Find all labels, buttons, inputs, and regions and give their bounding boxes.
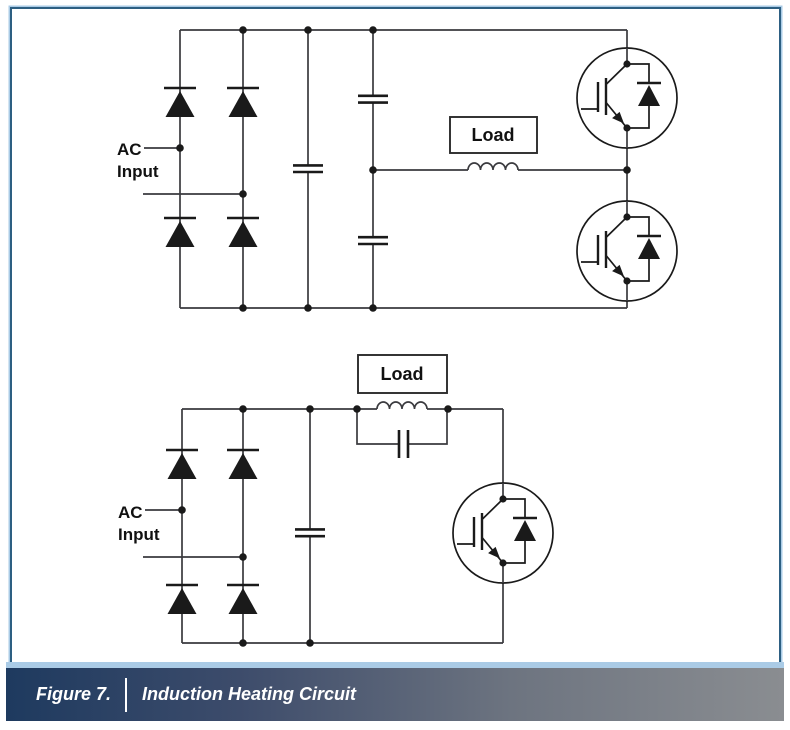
caption-divider (125, 677, 128, 712)
caption-bar: Figure 7. Induction Heating Circuit (6, 668, 784, 721)
top-circuit: AC Input Load (117, 26, 679, 312)
wire (143, 29, 628, 309)
ac-label-line2: Input (118, 525, 160, 544)
capacitor-icon (295, 528, 325, 538)
diode-icon (164, 583, 200, 616)
inductor-icon (467, 162, 519, 171)
diode-icon (162, 216, 198, 249)
induction-heating-circuit-diagram: AC Input Load (117, 26, 679, 647)
capacitor-icon (293, 164, 323, 174)
capacitor-icon (397, 430, 410, 458)
igbt-icon (575, 199, 679, 303)
ac-input-label: AC Input (118, 503, 160, 544)
igbt-icon (451, 481, 555, 585)
ac-label-line1: AC (118, 503, 143, 522)
caption-accent-strip (6, 662, 784, 668)
figure-number: Figure 7. (36, 684, 112, 704)
figure-frame (10, 7, 781, 662)
igbt-icon (575, 46, 679, 150)
diode-icon (225, 448, 261, 481)
diode-icon (225, 86, 261, 119)
diode-icon (225, 583, 261, 616)
load-label: Load (472, 125, 515, 145)
inductor-icon (376, 401, 428, 410)
load-label: Load (381, 364, 424, 384)
diode-icon (162, 86, 198, 119)
figure-title: Induction Heating Circuit (142, 684, 357, 704)
capacitor-icon (358, 235, 388, 246)
ac-input-label: AC Input (117, 140, 159, 181)
junction-dots (178, 405, 452, 647)
diode-icon (225, 216, 261, 249)
load-box: Load (357, 354, 448, 394)
junction-dots (176, 26, 631, 312)
load-box: Load (449, 116, 538, 154)
ac-label-line1: AC (117, 140, 142, 159)
ac-label-line2: Input (117, 162, 159, 181)
capacitor-icon (358, 94, 388, 104)
wire (143, 408, 504, 644)
bottom-circuit: AC Input Load (118, 354, 555, 647)
diode-icon (164, 448, 200, 481)
